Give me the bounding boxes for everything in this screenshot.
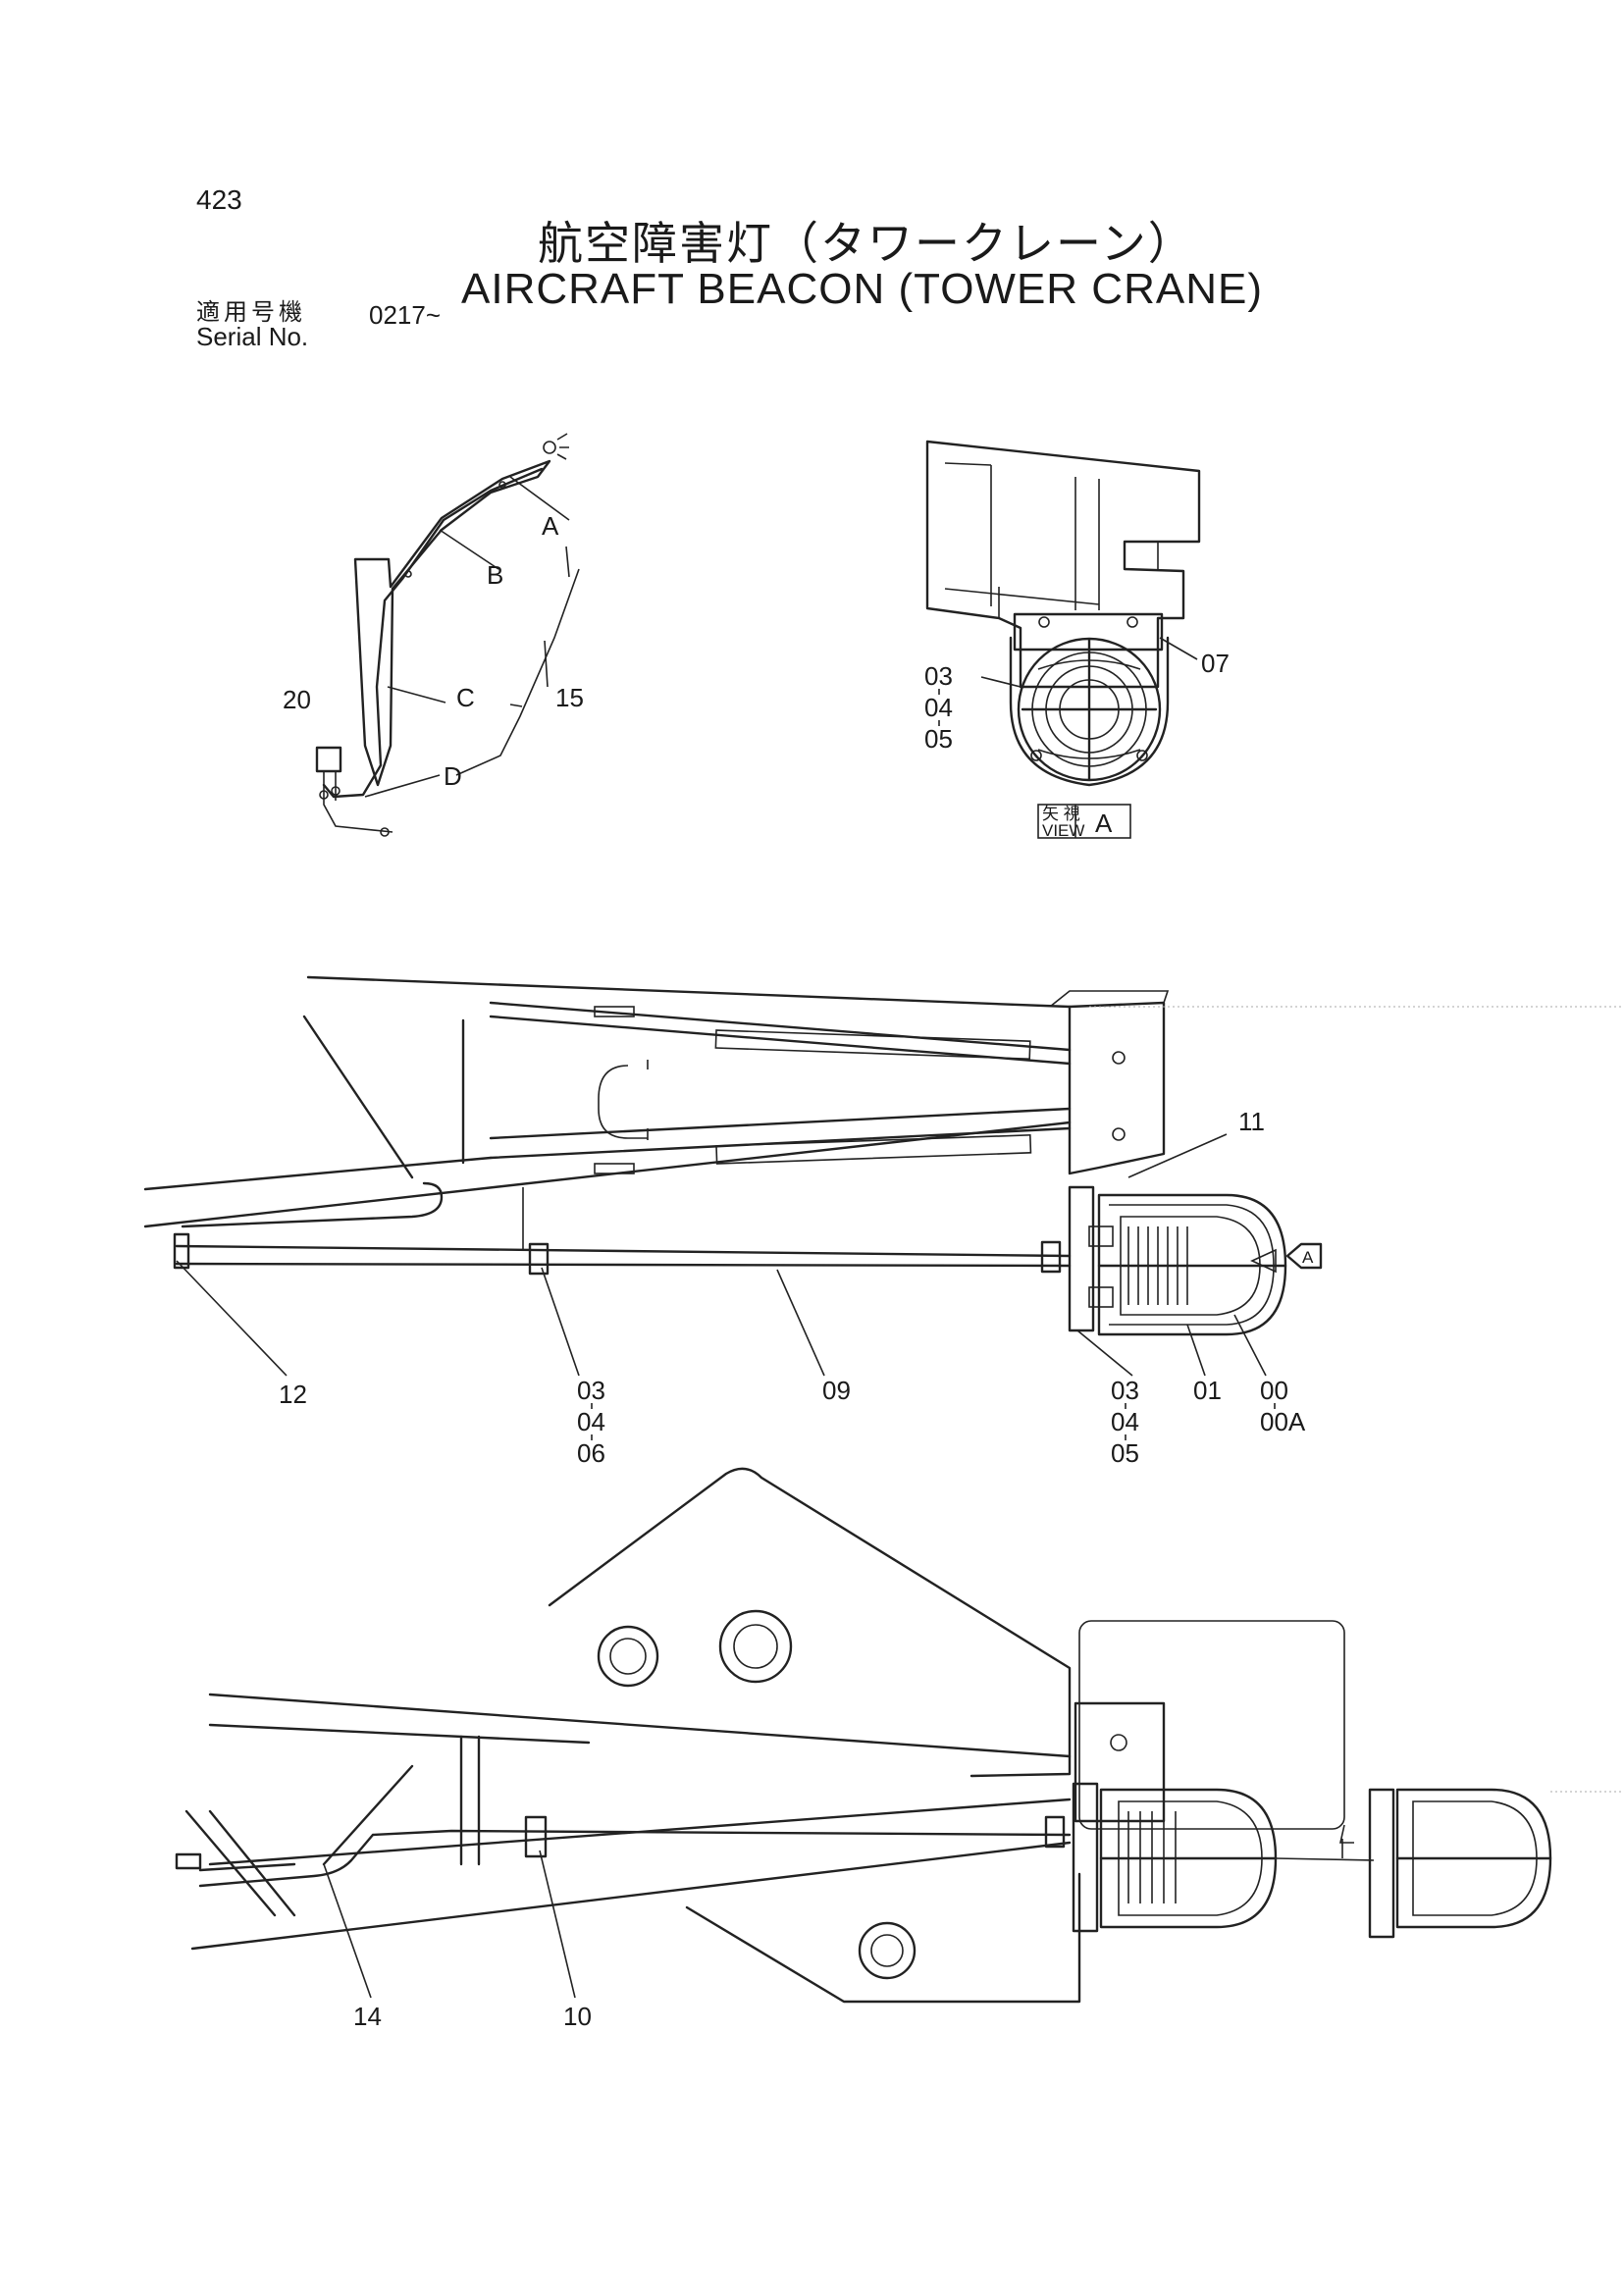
callout-00: 00 (1260, 1376, 1288, 1405)
cable-end-fitting (173, 1232, 190, 1270)
serial-label-japanese: 適用号機 (196, 298, 306, 326)
view-a-label-box (1037, 804, 1131, 839)
lower-boom-diagram: 14 10 (175, 1467, 1624, 2031)
view-label: VIEW (1042, 821, 1084, 840)
arrow-a-label: A (1302, 1248, 1314, 1267)
callout-10: 10 (563, 2002, 592, 2031)
cable-end-fitting-lower (175, 1852, 202, 1870)
overview-diagram: A B C D 15 20 (283, 433, 584, 837)
view-a-diagram: 07 03 04 05 矢 視 VIEW A (924, 440, 1230, 840)
callout-05-plate: 05 (1111, 1438, 1139, 1468)
callout-d: D (444, 761, 462, 791)
view-label-japanese: 矢 視 (1042, 805, 1080, 823)
callout-04-clamp: 04 (577, 1407, 605, 1436)
callout-07: 07 (1201, 649, 1230, 678)
callout-04-plate: 04 (1111, 1407, 1139, 1436)
boom-chord-upper (306, 975, 1072, 1009)
end-plate (1068, 1001, 1166, 1175)
callout-03-plate: 03 (1111, 1376, 1139, 1405)
callout-11: 11 (1238, 1107, 1265, 1136)
lamp-base-plate-right (1368, 1788, 1395, 1939)
bracket-frame (925, 440, 1201, 689)
callout-03: 03 (924, 661, 953, 691)
callout-c: C (456, 683, 475, 712)
view-label-letter: A (1095, 808, 1113, 838)
serial-label: Serial No. (196, 322, 309, 351)
pin-hole-2 (718, 1609, 793, 1684)
callout-06: 06 (577, 1438, 605, 1468)
gusset-plate (548, 1467, 1072, 1778)
title-english: AIRCRAFT BEACON (TOWER CRANE) (461, 265, 1263, 313)
callout-05: 05 (924, 724, 953, 754)
clamp-right (1040, 1240, 1062, 1274)
clamp-left (528, 1242, 550, 1276)
lamp-base-plate (1068, 1185, 1095, 1332)
callout-12: 12 (279, 1380, 307, 1409)
callout-01: 01 (1193, 1376, 1222, 1405)
callout-09: 09 (822, 1376, 851, 1405)
callout-15: 15 (555, 683, 584, 712)
beacon-lamp-icon (543, 441, 556, 454)
callout-14: 14 (353, 2002, 382, 2031)
hose-loop (181, 1181, 444, 1228)
boom-detail-diagram: A 11 12 09 03 04 06 03 04 05 01 00 00A (143, 975, 1624, 1468)
view-direction-arrow (1285, 1242, 1323, 1270)
pin-hole-3 (858, 1921, 917, 1980)
tower-outline (353, 459, 551, 787)
lamp-base-plate-lower (1072, 1782, 1099, 1933)
cable-route (322, 467, 544, 799)
callout-00a: 00A (1260, 1407, 1306, 1436)
cable-route-lower (198, 1829, 1072, 1888)
callout-20: 20 (283, 685, 311, 714)
callout-04: 04 (924, 693, 953, 722)
callout-bracket-15 (455, 568, 580, 776)
title-japanese: 航空障害灯（タワークレーン） (538, 217, 1195, 270)
callout-03-clamp: 03 (577, 1376, 605, 1405)
clamp-lower (524, 1815, 548, 1858)
mount-panel (1078, 1620, 1345, 1830)
page-number: 423 (196, 184, 242, 215)
callout-a: A (542, 511, 559, 541)
serial-range: 0217~ (369, 300, 442, 330)
callout-b: B (487, 560, 503, 590)
junction-box (315, 746, 342, 773)
lamp-housing (1009, 636, 1170, 787)
cable-09 (175, 1244, 1072, 1258)
pin-hole-1 (597, 1625, 659, 1688)
